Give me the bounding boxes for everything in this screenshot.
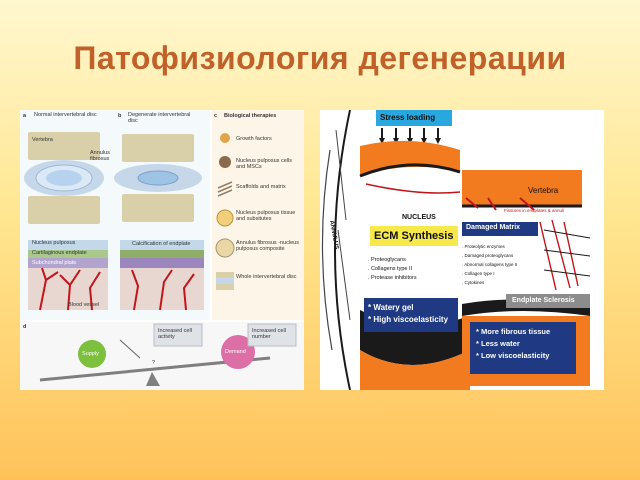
therapy-item: Scaffolds and matrix (236, 184, 286, 190)
healthy-prop: * High viscoelasticity (368, 315, 449, 324)
right-figure-graphic (321, 110, 591, 390)
cart-endplate-label: Cartilaginous endplate (32, 250, 87, 256)
damaged-item: . Damaged proteoglycans (462, 253, 514, 258)
panel-b-letter: b (118, 113, 122, 119)
panel-a-letter: a (23, 113, 27, 119)
therapy-item: Growth factors (236, 136, 272, 142)
calcification-label: Calcification of endplate (132, 241, 191, 247)
nucleus-label: Nucleus pulposus (32, 240, 76, 246)
damaged-item: . Proteolytic enzymes (462, 244, 505, 249)
therapy-item: Nucleus pulposus tissue and subsitutes (236, 210, 296, 222)
subchondral-label: Subchondral plate (32, 260, 77, 266)
left-figure-graphic (20, 110, 304, 390)
degenerate-props: * More fibrous tissue * Less water * Low… (476, 326, 550, 362)
annulus-label: Annulus fibrosus (90, 150, 110, 162)
healthy-props: * Watery gel * High viscoelasticity (368, 302, 448, 326)
ecm-item: . Protease inhibitors (368, 275, 417, 281)
damaged-matrix-title: Damaged Matrix (466, 224, 521, 231)
panel-a-heading: Normal intervertebral disc (34, 112, 97, 118)
therapy-item: Nucleus pulposus cells and MSCs (236, 158, 292, 170)
increased-number-label: Increased cell number (252, 328, 286, 340)
blood-vessel-label: Blood vessel (68, 302, 100, 308)
degenerate-prop: * Low viscoelasticity (476, 351, 550, 360)
panel-b-heading: Degenerate intervertebral disc (128, 112, 191, 124)
ecm-item: . Proteoglycans (368, 257, 406, 263)
panel-d-letter: d (23, 324, 27, 330)
slide-title: Патофизиология дегенерации (73, 40, 567, 76)
therapy-item: Annulus fibrosus -nucleus pulposus compo… (236, 240, 299, 252)
damaged-item: . Cytokines (462, 280, 485, 285)
supply-label: Supply (82, 351, 99, 357)
healthy-prop: * Watery gel (368, 303, 414, 312)
fissures-label: Fissures in endplates & annuli (504, 208, 565, 213)
damaged-list: . Proteolytic enzymes . Damaged proteogl… (462, 242, 517, 287)
endplate-sclerosis-label: Endplate Sclerosis (512, 297, 575, 304)
therapy-item: Whole intervertebral disc (236, 274, 297, 280)
vertebra-label: Vertebra (32, 137, 53, 143)
increased-activity-label: Increased cell activity (158, 328, 192, 340)
degenerate-prop: * More fibrous tissue (476, 327, 551, 336)
stress-loading-label: Stress loading (380, 113, 436, 122)
question-mark: ? (152, 360, 156, 366)
demand-label: Demand (225, 349, 246, 355)
damaged-item: . Collagen type I (462, 271, 495, 276)
degenerate-prop: * Less water (476, 339, 520, 348)
ecm-list: . Proteoglycans . Collagens type II . Pr… (368, 256, 417, 283)
right-figure: Stress loading ANNULUS NUCLEUS ECM Synth… (320, 110, 604, 390)
ecm-item: . Collagens type II (368, 266, 413, 272)
vertebra-label: Vertebra (528, 186, 559, 195)
nucleus-label: NUCLEUS (402, 214, 436, 221)
damaged-item: . Abnormal collagens type II (462, 262, 518, 267)
panel-c-heading: Biological therapies (224, 113, 277, 119)
left-figure: a Normal intervertebral disc Vertebra An… (20, 110, 304, 390)
panel-c-letter: c (214, 113, 218, 119)
ecm-title: ECM Synthesis (374, 230, 454, 242)
